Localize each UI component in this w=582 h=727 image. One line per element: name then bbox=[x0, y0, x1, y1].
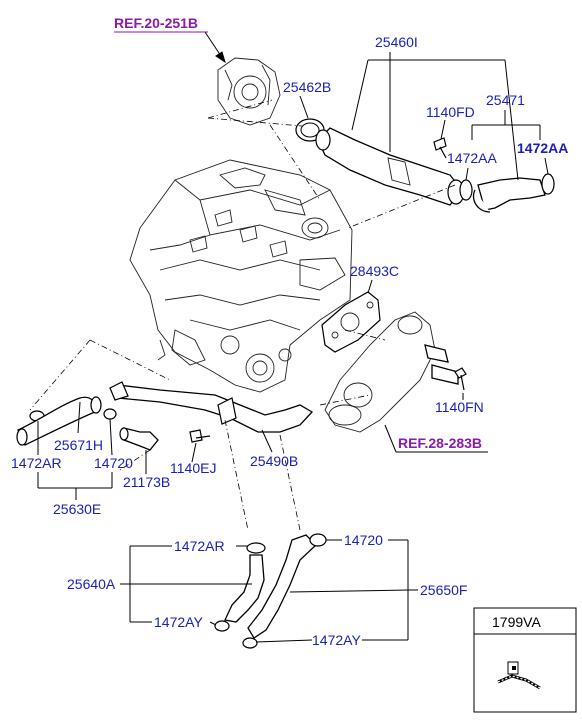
label-25471: 25471 bbox=[486, 92, 525, 108]
clamp-14720-left bbox=[103, 408, 117, 420]
hose-25471 bbox=[459, 173, 555, 213]
label-14720-bottom: 14720 bbox=[344, 532, 383, 548]
gasket-28493C bbox=[321, 291, 381, 353]
clamp-14720-bottom bbox=[309, 533, 327, 547]
label-1472AA-a: 1472AA bbox=[447, 150, 497, 166]
reference-lines bbox=[29, 99, 456, 531]
label-1472AR-bottom: 1472AR bbox=[174, 538, 225, 554]
ref-label-top[interactable]: REF.20-251B bbox=[114, 15, 198, 31]
label-1472AR-left: 1472AR bbox=[11, 455, 62, 471]
label-1140EJ: 1140EJ bbox=[170, 460, 216, 476]
ref-label-right[interactable]: REF.28-283B bbox=[398, 435, 482, 451]
label-1472AY-right: 1472AY bbox=[312, 632, 361, 648]
engine-block-illustration bbox=[129, 159, 353, 393]
label-21173B: 21173B bbox=[123, 474, 170, 490]
label-25671H: 25671H bbox=[54, 437, 103, 453]
hose-25640A bbox=[214, 542, 266, 632]
clamp-1472AR-bottom bbox=[246, 542, 266, 554]
clamp-1472AY-left bbox=[214, 620, 230, 632]
part-box-1799VA bbox=[473, 607, 577, 713]
label-25460I: 25460I bbox=[375, 34, 418, 50]
clamp-1472AY-right bbox=[242, 637, 258, 649]
label-14720-left: 14720 bbox=[94, 455, 133, 471]
clamp-1472AA-b bbox=[541, 173, 555, 195]
hose-assembly-25630E bbox=[16, 396, 159, 451]
thermostat-housing bbox=[324, 311, 467, 433]
label-1472AA-b: 1472AA bbox=[517, 140, 568, 156]
label-25462B: 25462B bbox=[283, 79, 331, 95]
label-28493C: 28493C bbox=[350, 263, 399, 279]
leader-lines bbox=[37, 31, 549, 643]
clamp-1472AA-a bbox=[459, 179, 473, 201]
pipe-25490B bbox=[109, 381, 314, 443]
label-1799VA: 1799VA bbox=[492, 614, 541, 630]
label-1140FD: 1140FD bbox=[426, 104, 475, 120]
label-25650F: 25650F bbox=[420, 582, 467, 598]
turbocharger-illustration bbox=[217, 57, 281, 126]
label-1140FN: 1140FN bbox=[435, 399, 484, 415]
label-25640A: 25640A bbox=[67, 576, 116, 592]
label-25630E: 25630E bbox=[53, 501, 101, 517]
hose-25650F bbox=[242, 533, 327, 649]
label-1472AY-left: 1472AY bbox=[154, 614, 203, 630]
label-25490B: 25490B bbox=[250, 453, 298, 469]
